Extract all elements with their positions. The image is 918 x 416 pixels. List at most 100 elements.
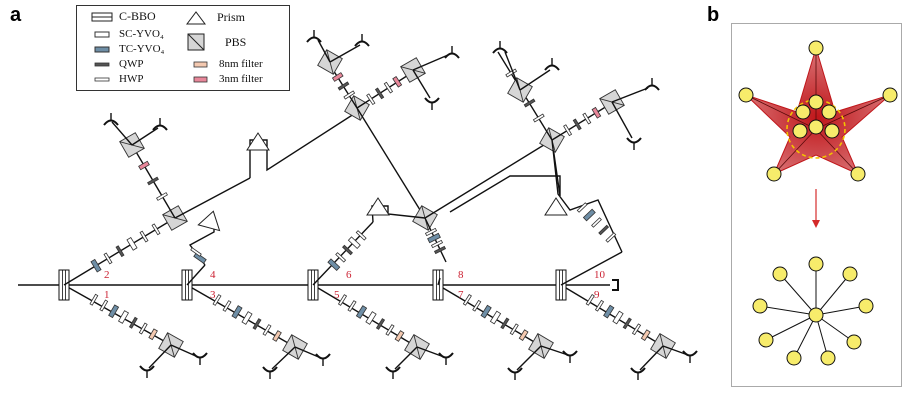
beam-number-2: 2 — [104, 269, 110, 281]
beam-number-9: 9 — [594, 289, 600, 301]
down-detector-b-1 — [139, 365, 155, 378]
down-detector-a-5-cup — [682, 350, 698, 357]
down-out-a-3 — [416, 346, 445, 358]
up-branch-6-hwp-1 — [335, 252, 347, 263]
up-branch-10-tc-1 — [582, 208, 596, 222]
down-branch-3-f8-6-body — [394, 330, 405, 342]
pbs2-det-line-a — [111, 121, 133, 146]
center-down-components-qwp-3-body — [433, 245, 447, 255]
tcyvo-legend-icon — [94, 46, 110, 53]
right-upper-detector-a — [492, 41, 508, 54]
down-branch-1-hwp-1 — [99, 299, 109, 312]
down-detector-b-5-cup — [630, 367, 646, 374]
right-right-detector-b — [626, 137, 642, 150]
prism-1 — [246, 132, 270, 151]
down-branch-5-hwp-1 — [594, 299, 605, 312]
right-right-components-f3-3-body — [591, 106, 602, 119]
outer-node-1 — [882, 87, 898, 103]
down-branch-3-f8-6 — [394, 330, 405, 342]
down-branch-2-sc-3-body — [241, 311, 253, 325]
down-branch-1-sc-3 — [117, 310, 130, 324]
star-shape — [745, 46, 891, 175]
up-branch-2-hwp-1 — [103, 252, 113, 265]
up-branch-6-qwp-2 — [342, 244, 353, 256]
up-branch-10-hwp-4 — [605, 232, 617, 243]
up-branch-6-qwp-2-body — [342, 244, 353, 256]
pbs2-detector-b — [152, 118, 168, 131]
center-upper-out-a — [317, 39, 331, 63]
center-right-detector-a — [444, 46, 460, 59]
down-branch-3-hwp-1 — [347, 300, 357, 312]
beam-number-4: 4 — [210, 269, 216, 281]
up-beam-6 — [312, 221, 374, 286]
down-detector-b-2-cup — [262, 366, 278, 373]
prism-3 — [366, 197, 390, 216]
star-edge-1 — [815, 94, 891, 130]
down-out-a-5 — [662, 345, 689, 356]
down-branch-5-hwp-0 — [585, 293, 595, 306]
graph-state-diagram — [738, 40, 898, 366]
down-branch-5-tc-2 — [603, 304, 615, 319]
right-right-components-hwp-2-body — [582, 112, 592, 125]
up-branch-6-hwp-4-body — [355, 230, 367, 241]
right-up-components-hwp-3 — [505, 68, 518, 78]
down-detector-a-5 — [682, 350, 698, 363]
up-beam-4 — [186, 264, 206, 286]
up-beam-8-stub — [437, 277, 441, 286]
graph-center-node — [808, 307, 824, 323]
pbs2-det-line-b — [131, 127, 159, 146]
down-branch-1-tc-2 — [108, 304, 120, 319]
graph-leaf-node-1 — [842, 266, 858, 282]
inner-node-4 — [792, 123, 808, 139]
down-detector-b-3-cup — [385, 366, 401, 373]
transform-arrow-head — [812, 220, 820, 228]
pbs2-arm-f3-2 — [138, 160, 150, 171]
graph-leaf-node-6 — [758, 332, 774, 348]
down-branch-5-hwp-1-body — [594, 299, 605, 312]
legend-qwp: QWP — [119, 58, 144, 70]
right-right-out-b — [611, 101, 633, 139]
star-edge-3 — [773, 128, 817, 175]
down-detector-b-2 — [262, 366, 278, 379]
up-branch-10-hwp-0 — [576, 202, 588, 213]
down-detector-a-1-cup — [192, 352, 208, 359]
qwp-legend-icon — [94, 62, 110, 67]
legend-prism: Prism — [217, 10, 246, 24]
center-right-out-b — [412, 69, 431, 99]
legend-pbs: PBS — [225, 35, 247, 49]
right-up-components-hwp-0 — [532, 113, 545, 123]
down-branch-4-f8-6 — [518, 329, 529, 341]
right-up-components-hwp-3-body — [505, 68, 518, 78]
down-branch-2-hwp-5 — [262, 324, 272, 336]
pbs2-arm-qwp-1 — [147, 176, 159, 186]
beam-number-6: 6 — [346, 269, 352, 281]
right-right-components-qwp-1-body — [572, 118, 582, 131]
graph-edge-2 — [815, 305, 867, 316]
inner-node-0 — [808, 94, 824, 110]
down-out-b-4 — [516, 345, 542, 371]
down-branch-4-hwp-0 — [462, 293, 472, 306]
right-right-detector-a-cup — [644, 84, 660, 91]
down-branch-3-tc-2-body — [355, 305, 368, 319]
legend-hwp: HWP — [119, 73, 144, 85]
up-branch-10-qwp-3 — [598, 224, 610, 236]
down-branch-2-f8-6-body — [272, 330, 282, 342]
down-detector-a-4 — [562, 350, 578, 363]
outer-node-0 — [808, 40, 824, 56]
center-down-components-hwp-2 — [430, 239, 444, 249]
up-branch-4-hwp-body — [190, 247, 202, 257]
center-right-components-hwp-2-body — [383, 81, 394, 94]
pbs2-arm-hwp-0-body — [156, 192, 168, 201]
down-out-b-1 — [148, 344, 172, 369]
up-branch-4-tc — [193, 252, 207, 264]
right-upper-out-b — [519, 69, 551, 91]
inner-node-3 — [808, 119, 824, 135]
long-beam-8 — [424, 139, 553, 219]
center-right-detector-a-cup — [444, 52, 460, 59]
down-branch-2-hwp-1 — [222, 300, 232, 312]
down-branch-4-sc-3-body — [489, 310, 502, 325]
down-detector-a-2 — [315, 353, 331, 366]
down-branch-2-qwp-4 — [252, 318, 262, 330]
up-beam-10 — [560, 251, 623, 286]
filter3-legend-icon — [193, 76, 208, 83]
